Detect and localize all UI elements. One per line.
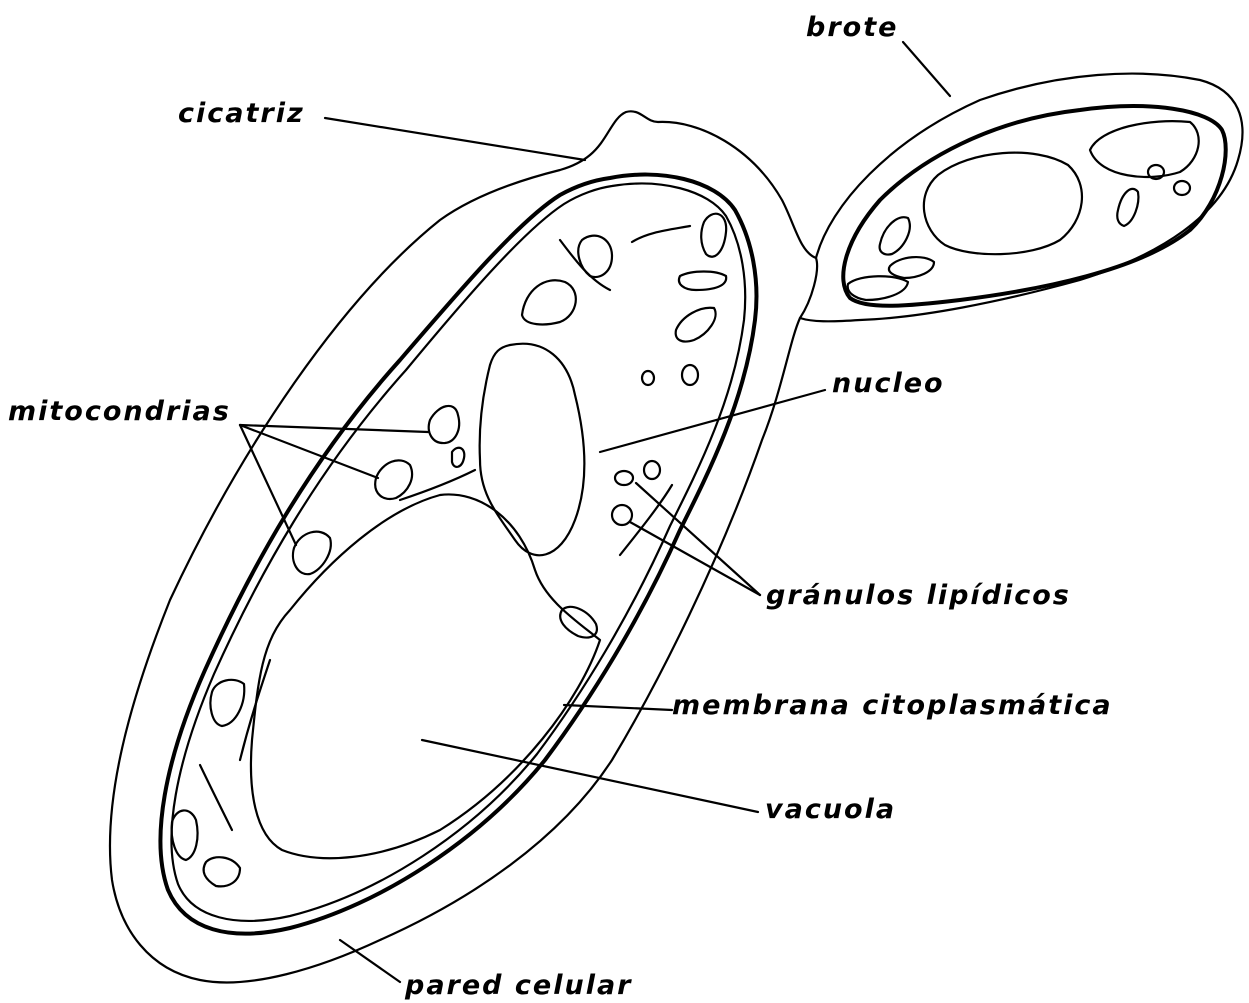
bud-organelle: [1117, 189, 1138, 226]
bud-organelle: [848, 276, 908, 300]
cytoplasm-strand: [620, 485, 672, 555]
lipid-granule: [615, 471, 633, 485]
cytoplasm-strand: [632, 226, 690, 242]
bud-organelle: [1090, 121, 1199, 177]
mitochondrion: [293, 532, 331, 575]
organelle: [204, 857, 240, 886]
organelle: [172, 810, 198, 860]
bud-vesicle: [1174, 181, 1190, 195]
bud-organelle: [880, 217, 910, 254]
leader-lines: [240, 42, 950, 982]
mitochondrion: [452, 448, 464, 467]
leader-vacuola: [422, 740, 758, 812]
organelle: [676, 308, 716, 342]
cytoplasm-strand: [240, 660, 270, 760]
leader-nucleo: [600, 390, 825, 452]
mother-cell: [110, 111, 817, 982]
bud: [800, 74, 1242, 322]
label-pared-celular: pared celular: [404, 970, 633, 1001]
leader-granulos-2: [630, 522, 760, 595]
organelle: [679, 272, 726, 291]
organelle: [522, 280, 576, 324]
bud-organelle: [889, 257, 934, 278]
label-cicatriz: cicatriz: [178, 98, 305, 129]
vesicle: [642, 371, 654, 385]
vesicle: [682, 365, 698, 385]
cytoplasmic-membrane: [160, 175, 756, 934]
label-mitocondrias: mitocondrias: [8, 396, 231, 427]
label-nucleo: nucleo: [832, 368, 945, 399]
leader-mitocondrias-1: [240, 425, 428, 432]
leader-pared: [340, 940, 400, 982]
bud-membrane: [843, 106, 1225, 306]
label-brote: brote: [806, 12, 898, 43]
organelle: [578, 236, 612, 277]
bud-vacuole: [924, 153, 1082, 255]
leader-brote: [903, 42, 950, 96]
leader-granulos-1: [636, 483, 760, 595]
label-membrana-citoplasmatica: membrana citoplasmática: [672, 690, 1113, 721]
organelle: [701, 214, 726, 257]
label-vacuola: vacuola: [765, 794, 896, 825]
leader-cicatriz: [325, 118, 585, 160]
mitochondrion: [375, 460, 412, 499]
organelle: [210, 680, 244, 726]
cell-wall-outer: [110, 111, 817, 982]
lipid-granule: [644, 461, 660, 479]
cytoplasm-strand: [200, 765, 232, 830]
nucleus: [480, 344, 585, 556]
mitochondrion: [429, 406, 459, 443]
labels: brote cicatriz mitocondrias nucleo gránu…: [8, 12, 1113, 1001]
vacuole: [251, 494, 600, 858]
label-granulos-lipidicos: gránulos lipídicos: [766, 580, 1071, 611]
